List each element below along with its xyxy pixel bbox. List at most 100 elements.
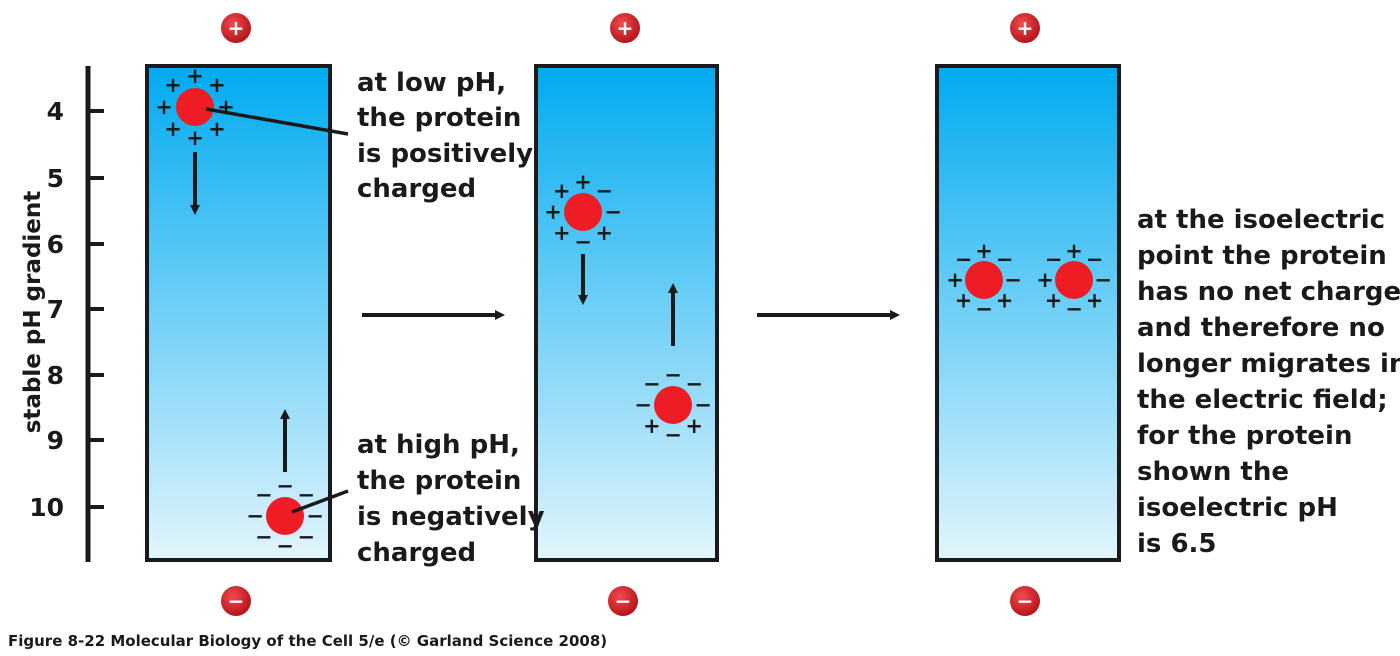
positive-charge-sign: + bbox=[643, 414, 661, 438]
negative-charge-sign: − bbox=[634, 393, 652, 417]
high-ph-leader-line bbox=[291, 489, 349, 514]
negative-charge-sign: − bbox=[276, 534, 294, 558]
positive-charge-sign: + bbox=[544, 200, 562, 224]
positive-charge-sign: + bbox=[186, 64, 204, 88]
high-ph-line-1: at high pH, bbox=[357, 430, 520, 460]
negative-charge-sign: − bbox=[297, 525, 315, 549]
ph-axis-tick-label: 8 bbox=[47, 361, 64, 390]
gel-strip-2 bbox=[534, 64, 719, 562]
protein-isoelectric-1: +−−+−++− bbox=[946, 239, 1022, 321]
isoelectric-line-10: is 6.5 bbox=[1137, 529, 1217, 559]
positive-charge-sign: + bbox=[1086, 289, 1104, 313]
positive-charge-sign: + bbox=[996, 289, 1014, 313]
negative-charge-sign: − bbox=[246, 504, 264, 528]
gel-column-3 bbox=[935, 64, 1121, 562]
protein-mid-lower: −−−+−+−− bbox=[634, 363, 712, 447]
annotation-high-ph: at high pH, the protein is negatively ch… bbox=[357, 430, 545, 568]
isoelectric-line-2: point the protein bbox=[1137, 241, 1387, 271]
ph-axis-label: stable pH gradient bbox=[20, 191, 46, 434]
low-ph-line-1: at low pH, bbox=[357, 68, 506, 98]
positive-charge-sign: + bbox=[685, 414, 703, 438]
low-ph-leader-line bbox=[205, 107, 349, 136]
positive-electrode-1: + bbox=[221, 13, 251, 43]
high-ph-line-4: charged bbox=[357, 538, 476, 568]
ph-axis-tick-label: 7 bbox=[47, 295, 64, 324]
positive-charge-sign: + bbox=[208, 73, 226, 97]
isoelectric-line-4: and therefore no bbox=[1137, 313, 1385, 343]
negative-electrode-symbol: − bbox=[615, 589, 632, 613]
negative-electrode-2: − bbox=[608, 586, 638, 616]
negative-electrode-1: − bbox=[221, 586, 251, 616]
protein-molecule bbox=[1055, 261, 1093, 299]
negative-charge-sign: − bbox=[685, 372, 703, 396]
positive-charge-sign: + bbox=[553, 179, 571, 203]
annotation-low-ph: at low pH, the protein is positively cha… bbox=[357, 68, 533, 204]
positive-charge-sign: + bbox=[1065, 239, 1083, 263]
negative-charge-sign: − bbox=[955, 247, 973, 271]
positive-charge-sign: + bbox=[1045, 289, 1063, 313]
electrodes: + + + − − − bbox=[221, 13, 1040, 616]
isoelectric-line-7: for the protein bbox=[1137, 421, 1352, 451]
positive-electrode-symbol: + bbox=[617, 16, 634, 40]
positive-electrode-2: + bbox=[610, 13, 640, 43]
ph-axis-tick-label: 10 bbox=[29, 493, 64, 522]
positive-charge-sign: + bbox=[946, 268, 964, 292]
positive-electrode-symbol: + bbox=[228, 16, 245, 40]
negative-electrode-symbol: − bbox=[228, 589, 245, 613]
isoelectric-line-9: isoelectric pH bbox=[1137, 493, 1338, 523]
positive-charge-sign: + bbox=[217, 95, 235, 119]
gel-strip-1 bbox=[145, 64, 332, 562]
protein-molecule bbox=[654, 386, 692, 424]
high-ph-line-2: the protein bbox=[357, 466, 521, 496]
positive-charge-sign: + bbox=[574, 170, 592, 194]
positive-charge-sign: + bbox=[186, 126, 204, 150]
gel-column-2 bbox=[534, 64, 719, 562]
negative-charge-sign: − bbox=[664, 423, 682, 447]
negative-charge-sign: − bbox=[574, 230, 592, 254]
negative-charge-sign: − bbox=[276, 474, 294, 498]
positive-charge-sign: + bbox=[208, 117, 226, 141]
low-ph-line-4: charged bbox=[357, 174, 476, 204]
protein-isoelectric-2: +−−+−++− bbox=[1036, 239, 1112, 321]
low-ph-line-2: the protein bbox=[357, 103, 521, 133]
negative-charge-sign: − bbox=[604, 200, 622, 224]
positive-charge-sign: + bbox=[164, 117, 182, 141]
high-ph-line-3: is negatively bbox=[357, 502, 545, 532]
negative-charge-sign: − bbox=[1045, 247, 1063, 271]
ph-axis-tick-label: 5 bbox=[47, 164, 64, 193]
isoelectric-line-3: has no net charge bbox=[1137, 277, 1400, 307]
protein-high-ph: −−−−−−−− bbox=[246, 474, 324, 558]
protein-molecule bbox=[564, 193, 602, 231]
positive-electrode-symbol: + bbox=[1017, 16, 1034, 40]
ph-axis-tick-label: 4 bbox=[47, 97, 64, 126]
positive-charge-sign: + bbox=[1036, 268, 1054, 292]
positive-charge-sign: + bbox=[595, 221, 613, 245]
negative-charge-sign: − bbox=[975, 297, 993, 321]
negative-charge-sign: − bbox=[255, 525, 273, 549]
negative-charge-sign: − bbox=[297, 483, 315, 507]
negative-charge-sign: − bbox=[255, 483, 273, 507]
ph-axis-tick-label: 6 bbox=[47, 230, 64, 259]
positive-electrode-3: + bbox=[1010, 13, 1040, 43]
gel-strip-3 bbox=[935, 64, 1121, 562]
negative-charge-sign: − bbox=[595, 179, 613, 203]
positive-charge-sign: + bbox=[164, 73, 182, 97]
migration-arrows bbox=[190, 152, 678, 472]
protein-low-ph: ++++++++ bbox=[155, 64, 235, 150]
negative-charge-sign: − bbox=[694, 393, 712, 417]
figure-caption: Figure 8-22 Molecular Biology of the Cel… bbox=[8, 632, 607, 650]
negative-charge-sign: − bbox=[996, 247, 1014, 271]
negative-charge-sign: − bbox=[306, 504, 324, 528]
negative-electrode-symbol: − bbox=[1017, 589, 1034, 613]
protein-layer: ++++++++−−−−−−−−+−−+−+++−−−+−+−−+−−+−++−… bbox=[155, 64, 1112, 558]
positive-charge-sign: + bbox=[553, 221, 571, 245]
negative-charge-sign: − bbox=[1004, 268, 1022, 292]
negative-charge-sign: − bbox=[1094, 268, 1112, 292]
annotation-isoelectric: at the isoelectric point the protein has… bbox=[1137, 205, 1400, 559]
positive-charge-sign: + bbox=[155, 95, 173, 119]
negative-electrode-3: − bbox=[1010, 586, 1040, 616]
gel-column-1 bbox=[145, 64, 332, 562]
